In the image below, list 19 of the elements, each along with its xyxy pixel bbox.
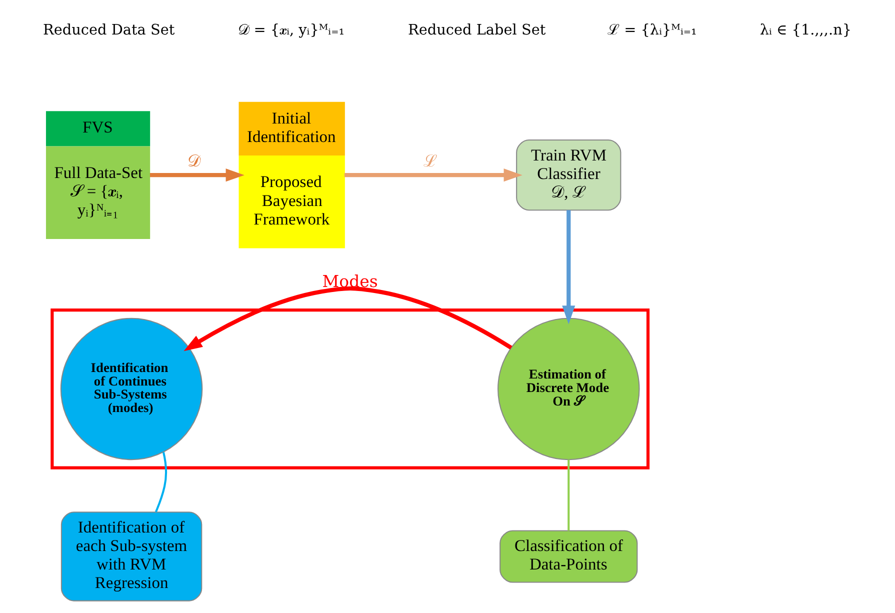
label: 𝒟 = {𝒙ᵢ, yᵢ}ᴹᵢ₌₁ bbox=[238, 22, 344, 39]
arrow bbox=[184, 286, 512, 352]
connector bbox=[154, 452, 168, 512]
edge-label: 𝒟 bbox=[187, 152, 200, 171]
arrow bbox=[562, 210, 576, 324]
node-box: Train RVM Classifier 𝒟, ℒ bbox=[516, 140, 622, 211]
label: Reduced Label Set bbox=[408, 22, 546, 39]
label: Reduced Data Set bbox=[43, 22, 175, 39]
cluster bbox=[50, 308, 650, 470]
label: ℒ = {λᵢ}ᴹᵢ₌₁ bbox=[608, 22, 697, 39]
node-box: Identification of each Sub-system with RVM Regression bbox=[60, 512, 202, 602]
arrow bbox=[150, 168, 244, 182]
edge-label: Modes bbox=[322, 272, 378, 292]
node-circle: Estimation of Discrete Mode On 𝒮 bbox=[498, 318, 640, 460]
edge-label: ℒ bbox=[423, 152, 438, 171]
arrow bbox=[344, 168, 522, 182]
node-box: Classification of Data-Points bbox=[500, 530, 638, 583]
label: λᵢ ∈ {1.,,,.n} bbox=[760, 22, 852, 39]
connector bbox=[568, 460, 570, 531]
